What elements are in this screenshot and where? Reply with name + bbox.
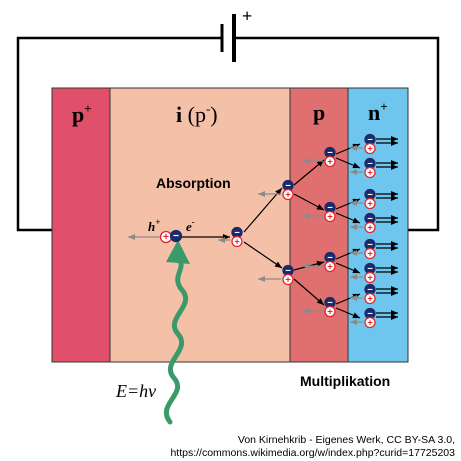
svg-text:−: − — [285, 180, 291, 191]
svg-text:+: + — [285, 274, 291, 285]
stage3-branch-1b — [335, 212, 361, 224]
stage2-branch-1b — [293, 278, 325, 306]
svg-text:+: + — [367, 293, 373, 304]
photon-energy-label: E=hν — [115, 381, 156, 401]
svg-text:+: + — [367, 272, 373, 283]
svg-text:+: + — [367, 143, 373, 154]
electron-label: e- — [186, 217, 195, 234]
pair-final-5-hole: + — [364, 271, 376, 283]
svg-text:+: + — [367, 167, 373, 178]
pair-final-6-hole: + — [364, 292, 376, 304]
pair-stage3-1-hole: + — [324, 210, 336, 222]
pair-final-0-hole: + — [364, 142, 376, 154]
region-p-label: p — [313, 100, 325, 125]
absorption-label: Absorption — [156, 175, 231, 191]
svg-text:+: + — [327, 306, 333, 317]
svg-text:+: + — [367, 248, 373, 259]
region-p: p — [289, 87, 349, 363]
stage3-branch-2b — [335, 262, 361, 274]
circuit-wire-right — [234, 36, 440, 232]
credit-line-2: https://commons.wikimedia.org/w/index.ph… — [170, 447, 455, 459]
stage3-branch-0b — [335, 157, 361, 169]
stage2-branch-0b — [293, 193, 325, 211]
svg-text:−: − — [367, 189, 373, 200]
stage1-branch-up — [243, 187, 283, 233]
svg-text:−: − — [327, 147, 333, 158]
region-n-plus-label: n+ — [368, 99, 388, 125]
multiplication-label: Multiplikation — [300, 373, 390, 389]
pair-stage2-0-hole: + — [282, 188, 294, 200]
region-p-plus: p+ — [51, 87, 111, 363]
region-n-plus-fill — [347, 87, 409, 363]
charge-carriers: +−−+−+−+−+−+−+−+−+−+−+−+−+−+−+−+ — [159, 133, 376, 328]
region-p-fill — [289, 87, 349, 363]
pair-stage3-3-hole: + — [324, 305, 336, 317]
primary-electron: − — [169, 229, 183, 243]
svg-text:+: + — [163, 232, 169, 243]
photon-arrowhead — [166, 240, 190, 264]
pair-stage1-hole: + — [231, 235, 243, 247]
external-circuit: + — [16, 6, 440, 232]
svg-text:+: + — [367, 317, 373, 328]
svg-text:−: − — [327, 297, 333, 308]
svg-text:−: − — [234, 227, 240, 238]
svg-text:+: + — [327, 261, 333, 272]
circuit-wire-left — [16, 36, 222, 232]
photon-wave-path — [163, 255, 189, 425]
svg-text:+: + — [367, 222, 373, 233]
pair-final-3-hole: + — [364, 221, 376, 233]
stage1-branch-down — [243, 241, 283, 269]
svg-text:−: − — [367, 158, 373, 169]
region-p-plus-label: p+ — [72, 101, 92, 127]
svg-text:−: − — [327, 202, 333, 213]
pair-final-6-electron: − — [364, 283, 376, 295]
region-n-plus: n+ — [347, 87, 409, 363]
region-intrinsic: i (p-) — [109, 87, 291, 363]
credit-line-1: Von Kirnehkrib - Eigenes Werk, CC BY-SA … — [238, 434, 455, 446]
region-intrinsic-label: i (p-) — [176, 101, 218, 127]
battery-plus-label: + — [242, 6, 252, 26]
photon-wave — [163, 240, 190, 425]
svg-text:−: − — [173, 231, 179, 242]
svg-text:−: − — [367, 213, 373, 224]
pair-stage2-1-hole: + — [282, 273, 294, 285]
svg-text:−: − — [367, 239, 373, 250]
pair-stage3-0-hole: + — [324, 155, 336, 167]
svg-text:−: − — [367, 284, 373, 295]
svg-text:+: + — [327, 211, 333, 222]
primary-hole: + — [159, 230, 173, 244]
region-p-plus-fill — [51, 87, 111, 363]
region-intrinsic-fill — [109, 87, 291, 363]
svg-text:−: − — [327, 252, 333, 263]
svg-text:+: + — [327, 156, 333, 167]
carrier-trajectories — [128, 136, 398, 325]
stage2-branch-0a — [293, 159, 325, 186]
pair-final-4-electron: − — [364, 238, 376, 250]
pair-final-4-hole: + — [364, 247, 376, 259]
svg-text:−: − — [367, 263, 373, 274]
svg-text:−: − — [367, 134, 373, 145]
pair-final-1-hole: + — [364, 166, 376, 178]
svg-text:−: − — [367, 308, 373, 319]
hole-label: h+ — [148, 217, 160, 234]
pair-stage3-2-hole: + — [324, 260, 336, 272]
svg-text:−: − — [285, 265, 291, 276]
stage3-branch-3b — [335, 307, 361, 319]
pair-final-2-hole: + — [364, 197, 376, 209]
svg-text:+: + — [285, 189, 291, 200]
svg-text:+: + — [234, 236, 240, 247]
svg-text:+: + — [367, 198, 373, 209]
pair-final-7-hole: + — [364, 316, 376, 328]
